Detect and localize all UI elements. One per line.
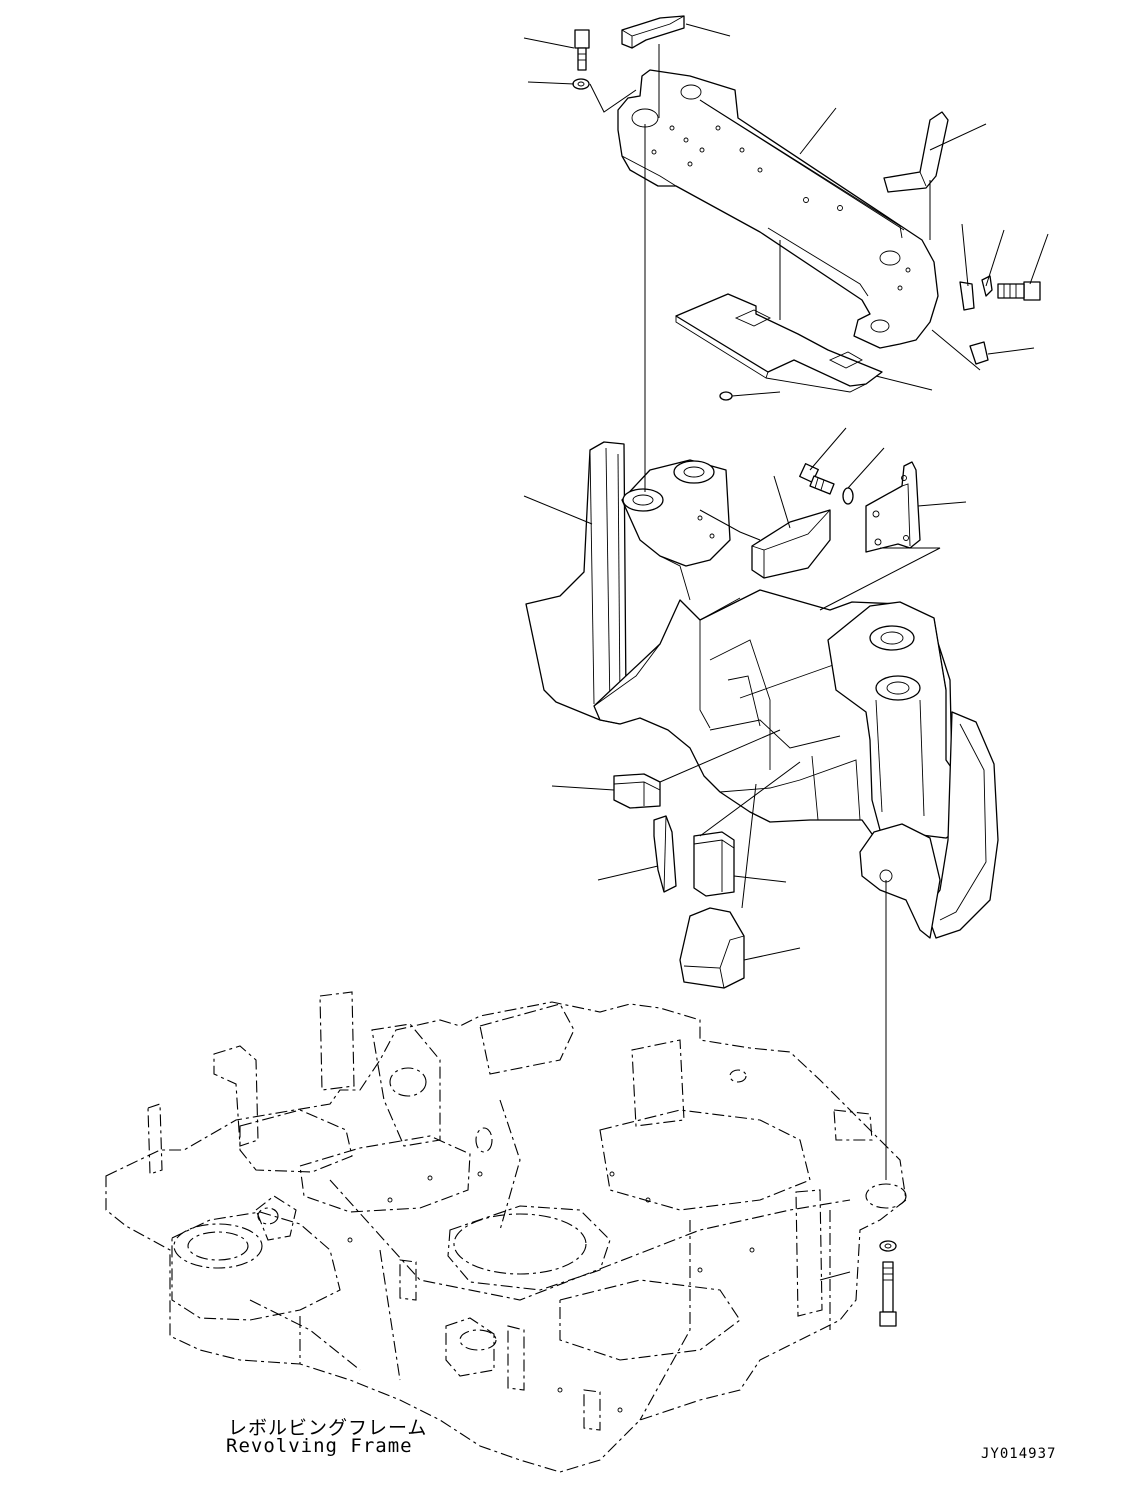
cushion-block-c: [693, 831, 735, 897]
main-bracket-casting: [525, 441, 999, 939]
small-cone-part: [969, 341, 989, 365]
callout-leaders: [523, 23, 1049, 1281]
frame-caption-japanese: レボルビングフレーム: [228, 1417, 428, 1439]
bracket-plate: [617, 69, 939, 349]
drawing-id: JY014937: [981, 1446, 1057, 1462]
revolving-frame: [105, 991, 907, 1473]
wedge-block-bottom: [679, 907, 745, 989]
bolt-middle: [799, 463, 835, 495]
small-nut: [719, 391, 733, 401]
angle-pad-right: [883, 111, 949, 193]
frame-caption-english: Revolving Frame: [226, 1435, 413, 1457]
side-hardware-right: [959, 275, 1041, 311]
small-bracket-plate: [865, 461, 921, 553]
wedge-block-middle: [751, 509, 831, 579]
cushion-block-top: [621, 15, 685, 49]
washer-bottom: [879, 1240, 897, 1252]
cushion-block-a: [613, 773, 661, 809]
washer-middle: [842, 487, 854, 505]
cushion-block-b: [653, 815, 677, 893]
shim-plate: [675, 293, 883, 393]
bolt-top-left: [574, 29, 590, 71]
assembly-center-lines: [589, 44, 981, 1180]
bolt-bottom: [879, 1261, 897, 1327]
washer-top-left: [572, 78, 590, 90]
